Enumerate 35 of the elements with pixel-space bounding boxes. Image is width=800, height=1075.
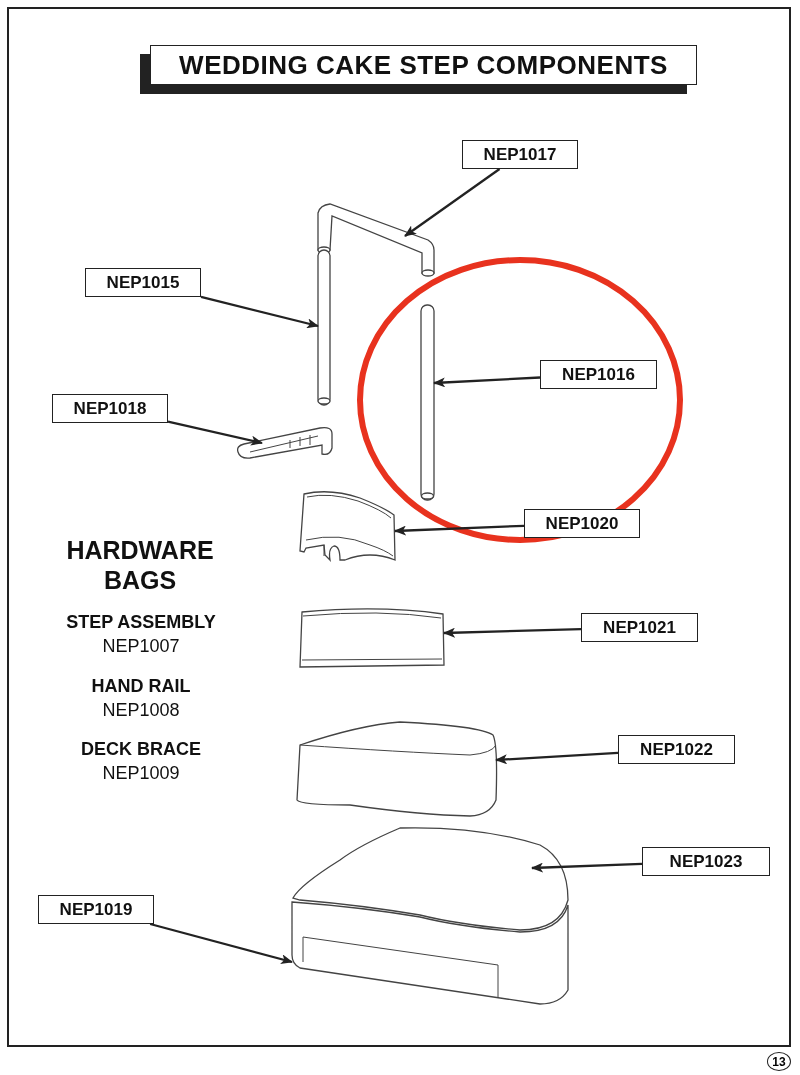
cushion-drawing xyxy=(292,827,569,931)
bag-name: STEP ASSEMBLY xyxy=(65,612,217,633)
part-label: NEP1016 xyxy=(540,360,657,389)
step-drawing xyxy=(299,608,445,668)
leader-arrow xyxy=(433,376,541,388)
part-number: NEP1009 xyxy=(101,763,181,784)
rod-drawing xyxy=(420,304,435,501)
part-label: NEP1020 xyxy=(524,509,640,538)
leader-arrow xyxy=(394,524,525,536)
bag-name: HAND RAIL xyxy=(90,676,192,697)
step-drawing xyxy=(299,491,396,561)
leader-arrow xyxy=(149,922,293,964)
leader-arrow xyxy=(443,627,582,638)
part-label: NEP1018 xyxy=(52,394,168,423)
deck-drawing xyxy=(296,721,498,817)
leader-arrow xyxy=(200,295,319,329)
part-number: NEP1007 xyxy=(101,636,181,657)
part-label: NEP1019 xyxy=(38,895,154,924)
bracket-drawing xyxy=(236,426,333,459)
part-number: NEP1008 xyxy=(101,700,181,721)
leader-arrow xyxy=(495,751,619,765)
bag-name: DECK BRACE xyxy=(80,739,202,760)
part-label: NEP1017 xyxy=(462,140,578,169)
base-drawing xyxy=(291,901,569,1005)
handrail-drawing xyxy=(317,203,435,277)
leader-arrow xyxy=(167,420,263,446)
part-label: NEP1022 xyxy=(618,735,735,764)
part-label: NEP1023 xyxy=(642,847,770,876)
leader-arrow xyxy=(404,168,501,237)
rod-drawing xyxy=(317,249,331,406)
heading: HARDWARE BAGS xyxy=(65,535,215,595)
part-label: NEP1021 xyxy=(581,613,698,642)
title: WEDDING CAKE STEP COMPONENTS xyxy=(150,45,697,85)
leader-arrow xyxy=(531,862,643,873)
part-label: NEP1015 xyxy=(85,268,201,297)
